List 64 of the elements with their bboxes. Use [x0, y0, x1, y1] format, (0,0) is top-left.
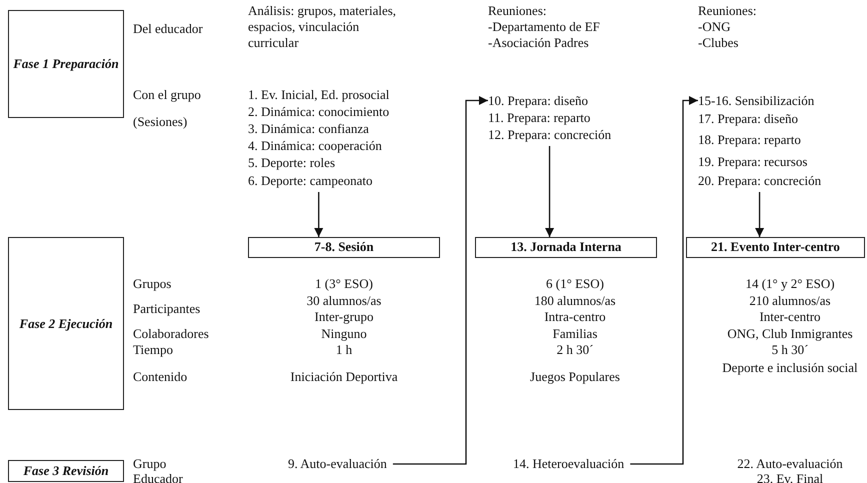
text-label: Inter-centro	[759, 309, 821, 325]
text-label: 1 (3° ESO)	[315, 276, 373, 292]
text-label: Colaboradores	[133, 326, 209, 342]
list-item: 18. Prepara: reparto	[698, 131, 802, 149]
list-item: 20. Prepara: concreción	[698, 172, 822, 189]
text-label: Inter-grupo	[314, 309, 374, 325]
text-label: 23. Ev. Final	[756, 471, 824, 483]
event-box: 7-8. Sesión	[248, 237, 440, 258]
text-label: 2 h 30´	[556, 342, 594, 358]
list-item: 4. Dinámica: cooperación	[248, 137, 383, 154]
text-label: 1 h	[336, 342, 352, 358]
text-label: 5 h 30´	[772, 342, 808, 358]
text-label: 180 alumnos/as	[534, 293, 616, 309]
phase-box: Fase 1 Preparación	[8, 10, 124, 118]
text-label: 6 (1° ESO)	[546, 276, 604, 292]
list-item: 10. Prepara: diseño	[488, 92, 590, 109]
text-label: Contenido	[133, 369, 188, 385]
event-box: 13. Jornada Interna	[475, 237, 657, 258]
text-label: -Asociación Padres	[488, 35, 589, 51]
arrow	[545, 146, 554, 237]
text-label: -Departamento de EF	[488, 19, 600, 35]
text-label: Tiempo	[133, 342, 173, 358]
text-label: Ninguno	[321, 326, 367, 342]
text-label: Juegos Populares	[530, 369, 620, 385]
text-label: Del educador	[133, 21, 203, 37]
text-label: 14 (1° y 2° ESO)	[745, 276, 835, 292]
event-box: 21. Evento Inter-centro	[686, 237, 865, 258]
arrow	[314, 192, 324, 237]
text-label: 30 alumnos/as	[306, 293, 382, 309]
text-label: Iniciación Deportiva	[290, 369, 398, 385]
text-label: -ONG	[698, 19, 730, 35]
text-label: Grupos	[133, 276, 172, 292]
arrow	[392, 96, 488, 465]
arrow	[755, 192, 764, 237]
text-label: Intra-centro	[544, 309, 606, 325]
text-label: Con el grupo	[133, 87, 201, 103]
arrow	[630, 96, 698, 465]
list-item: 12. Prepara: concreción	[488, 126, 612, 143]
list-item: 14. Heteroevaluación	[513, 456, 624, 472]
list-item: 17. Prepara: diseño	[698, 110, 800, 128]
list-item: 11. Prepara: reparto	[488, 109, 592, 126]
list-item: 19. Prepara: recursos	[698, 153, 808, 171]
list-item: 1. Ev. Inicial, Ed. prosocial	[248, 86, 390, 103]
text-label: (Sesiones)	[133, 114, 188, 130]
list-item: 15-16. Sensibilización	[698, 92, 816, 109]
list-item: 6. Deporte: campeonato	[248, 172, 374, 189]
text-label: Reuniones:	[488, 3, 546, 19]
text-label: 22. Auto-evaluación	[737, 456, 843, 472]
list-item: 3. Dinámica: confianza	[248, 120, 370, 137]
text-label: -Clubes	[698, 35, 738, 51]
text-label: 210 alumnos/as	[749, 293, 831, 309]
text-label: ONG, Club Inmigrantes	[727, 326, 853, 342]
text-label: Participantes	[133, 301, 200, 317]
text-label: Deporte e inclusión social	[721, 360, 859, 376]
text-label: Reuniones:	[698, 3, 756, 19]
phase-box: Fase 3 Revisión	[8, 460, 124, 482]
list-item: 5. Deporte: roles	[248, 154, 336, 172]
text-label: Grupo	[133, 456, 166, 472]
list-item: 9. Auto-evaluación	[288, 456, 387, 472]
phase-box: Fase 2 Ejecución	[8, 237, 124, 410]
list-item: 2. Dinámica: conocimiento	[248, 103, 390, 120]
text-label: Análisis: grupos, materiales, espacios, vinculación curricular	[248, 3, 398, 51]
text-label: Familias	[552, 326, 598, 342]
text-label: Educador	[133, 471, 183, 483]
